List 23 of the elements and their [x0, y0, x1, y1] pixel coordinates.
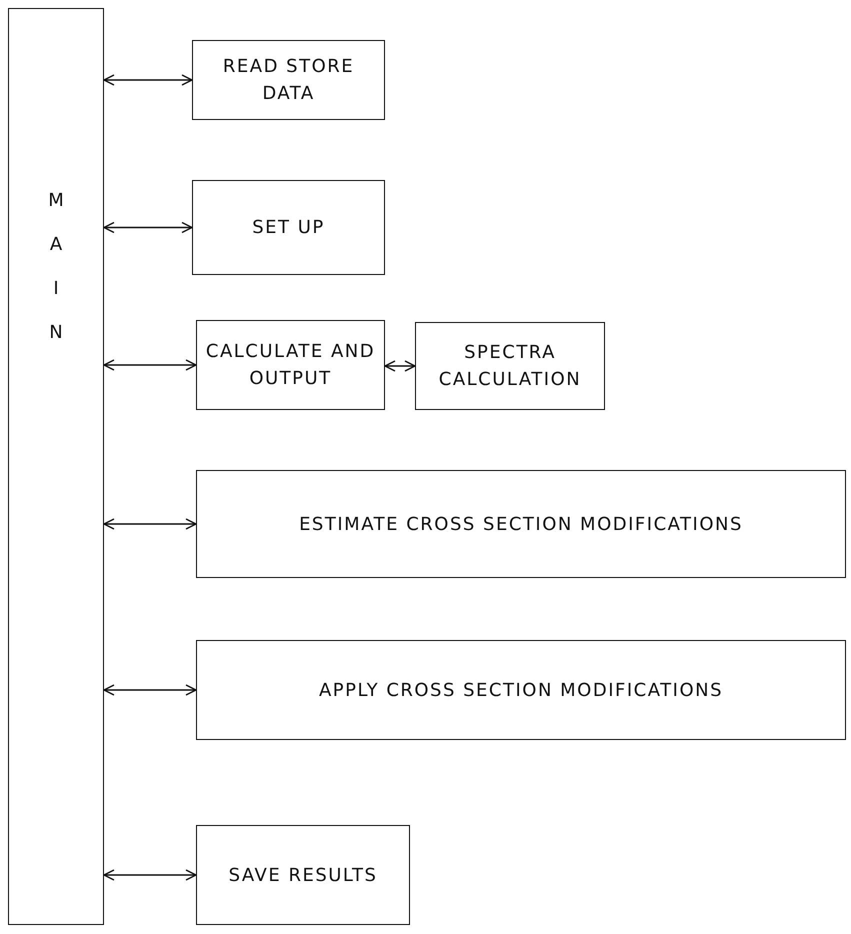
module-box	[196, 825, 410, 925]
module-name: ESTIMATE CROSS SECTION MODIFICATIONS	[299, 512, 743, 536]
module-name: APPLY CROSS SECTION MODIFICATIONS	[318, 678, 724, 702]
double-arrow	[103, 359, 197, 371]
module-box	[415, 322, 605, 410]
double-arrow	[384, 360, 416, 372]
module-name: CALCULATE AND OUTPUT	[204, 340, 376, 391]
double-arrow	[103, 222, 193, 234]
module-box	[196, 640, 846, 740]
module-name: READ STORE DATA	[222, 55, 356, 106]
double-arrow	[103, 684, 197, 696]
double-arrow	[103, 74, 193, 86]
module-name: SPECTRA CALCULATION	[438, 341, 582, 392]
main-module-box	[8, 8, 104, 925]
module-box	[196, 470, 846, 578]
module-name: SAVE RESULTS	[228, 864, 378, 888]
module-box	[192, 40, 385, 120]
module-box	[196, 320, 385, 410]
double-arrow	[103, 518, 197, 530]
double-arrow	[103, 869, 197, 881]
module-name: SET UP	[252, 216, 325, 240]
module-name: MAIN	[48, 189, 64, 346]
module-box	[192, 180, 385, 275]
